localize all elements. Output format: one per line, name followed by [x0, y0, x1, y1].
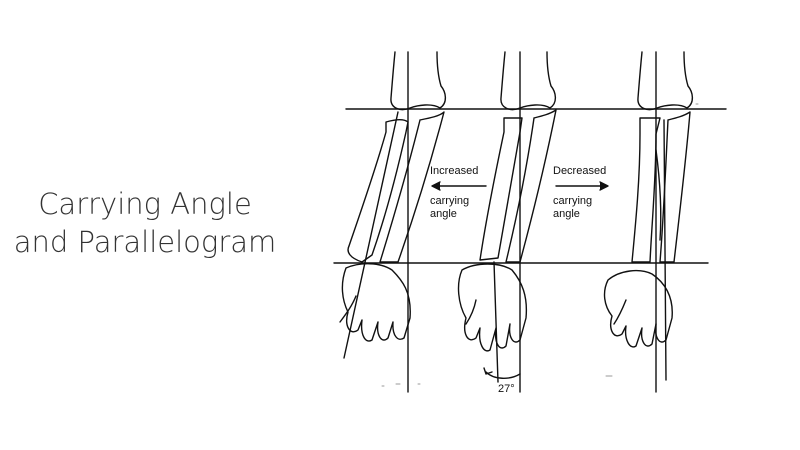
angle-value-label: 27° [498, 383, 515, 395]
slide-title-line2: and Parallelogram [13, 225, 277, 259]
decreased-sub2: angle [553, 208, 580, 220]
increased-label: Increased [430, 165, 478, 177]
forearm-panel-increased [339, 51, 447, 393]
increased-sub1: carrying [430, 195, 469, 207]
increased-arrow [431, 181, 487, 191]
decreased-sub1: carrying [553, 195, 592, 207]
decreased-arrow [555, 181, 609, 191]
decreased-label: Decreased [553, 165, 606, 177]
slide-title: Carrying Angle and Parallelogram [0, 185, 290, 261]
forearm-panel-decreased [603, 51, 694, 393]
slide-title-line1: Carrying Angle [38, 187, 252, 221]
increased-sub2: angle [430, 208, 457, 220]
forearm-panel-normal [457, 51, 557, 393]
